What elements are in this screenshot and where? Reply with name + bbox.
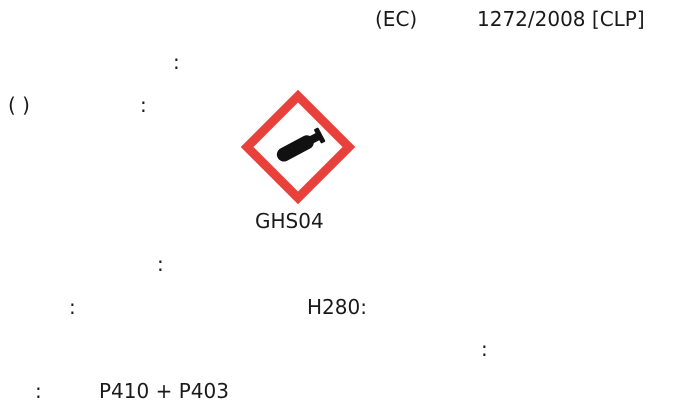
- precaution-statement-colon: :: [35, 379, 42, 403]
- pictogram-colon: :: [140, 93, 147, 117]
- signal-word-colon: :: [173, 50, 180, 74]
- precaution-heading-colon: :: [481, 337, 488, 361]
- hazard-statement-code: H280:: [307, 295, 367, 319]
- pictogram-parenthesis: ( ): [8, 93, 30, 117]
- gas-cylinder-shape: [276, 127, 326, 162]
- hazard-heading-colon: :: [157, 252, 164, 276]
- regulation-number: 1272/2008 [CLP]: [477, 7, 645, 31]
- regulation-prefix: (EC): [375, 7, 418, 31]
- hazard-statement-colon: :: [69, 295, 76, 319]
- gas-cylinder-icon: [240, 89, 356, 205]
- pictogram-code: GHS04: [255, 209, 324, 233]
- precaution-statement-code: P410 + P403: [99, 379, 229, 403]
